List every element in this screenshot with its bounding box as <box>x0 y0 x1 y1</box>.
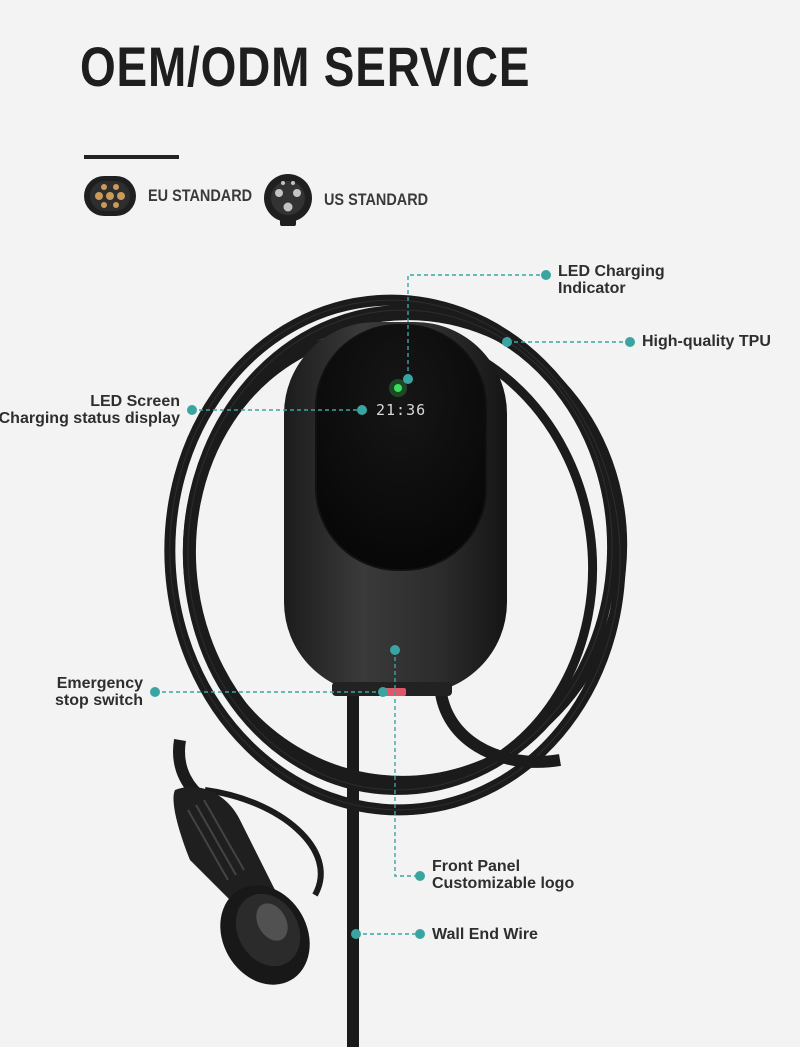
callout-led-screen: LED Screen Charging status display <box>0 393 180 427</box>
callout-front-panel: Front Panel Customizable logo <box>432 858 574 892</box>
callout-led-screen-line1: LED Screen <box>90 393 180 410</box>
us-standard-item: US STANDARD <box>262 172 446 228</box>
callout-led-screen-line2: Charging status display <box>0 410 180 427</box>
callout-emergency-line1: Emergency <box>56 675 143 692</box>
eu-standard-item: EU STANDARD <box>82 172 270 220</box>
page-title: OEM/ODM SERVICE <box>80 35 531 98</box>
callout-front-panel-line2: Customizable logo <box>432 875 575 892</box>
callout-emergency-line2: stop switch <box>54 692 143 709</box>
callout-tpu-line1: High-quality TPU <box>642 333 771 350</box>
charging-plug <box>173 786 310 985</box>
us-connector-icon <box>264 174 312 226</box>
callout-wall-wire: Wall End Wire <box>432 926 538 943</box>
callout-led-indicator-line2: Indicator <box>558 280 626 297</box>
screen-readout: 21:36 <box>376 401 427 419</box>
eu-standard-label: EU STANDARD <box>148 186 253 205</box>
callout-lines <box>155 274 630 935</box>
callout-led-indicator-line1: LED Charging <box>558 263 665 280</box>
front-panel-screen <box>315 324 487 571</box>
led-indicator-dot <box>394 384 402 392</box>
charger-body <box>284 322 507 696</box>
title-divider <box>84 155 179 159</box>
callout-led-indicator: LED Charging Indicator <box>558 263 665 297</box>
wall-end-wire <box>347 690 359 1047</box>
callout-tpu: High-quality TPU <box>642 333 771 350</box>
callout-emergency: Emergency stop switch <box>55 675 143 709</box>
eu-connector-icon <box>84 176 136 216</box>
us-standard-label: US STANDARD <box>324 190 429 209</box>
callout-front-panel-line1: Front Panel <box>432 858 521 875</box>
callout-wall-wire-line1: Wall End Wire <box>432 926 538 943</box>
callout-dots <box>150 270 635 939</box>
